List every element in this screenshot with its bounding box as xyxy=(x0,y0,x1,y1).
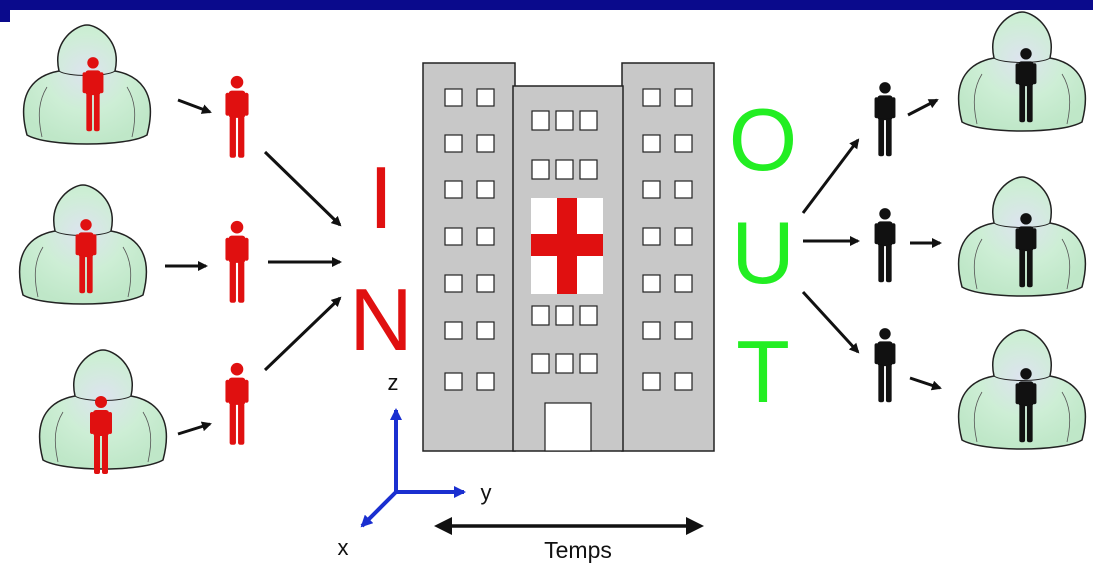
window-right-6-0 xyxy=(642,372,661,391)
top-bar-corner xyxy=(0,0,10,22)
outgoing-person-icon-2 xyxy=(874,208,896,283)
axis-x-arrow xyxy=(360,490,398,528)
window-left-5-1 xyxy=(476,321,495,340)
window-right-0-0 xyxy=(642,88,661,107)
window-center-0-0 xyxy=(531,110,550,131)
window-right-1-0 xyxy=(642,134,661,153)
arrow-person1-to-blob1 xyxy=(907,98,939,117)
in-letter-n: N xyxy=(349,270,413,369)
window-right-5-0 xyxy=(642,321,661,340)
source-population-blob-2 xyxy=(18,184,148,305)
window-left-4-1 xyxy=(476,274,495,293)
arrow-person3-to-in xyxy=(263,296,342,372)
window-right-2-0 xyxy=(642,180,661,199)
window-center-3-1 xyxy=(555,353,574,374)
outgoing-person-icon-3 xyxy=(874,328,896,403)
window-center-2-2 xyxy=(579,305,598,326)
window-right-2-1 xyxy=(674,180,693,199)
out-letter-t: T xyxy=(736,322,790,421)
time-arrow-head-right xyxy=(686,517,704,535)
building-door xyxy=(544,402,592,452)
window-right-4-0 xyxy=(642,274,661,293)
destination-population-blob-1 xyxy=(957,11,1087,132)
window-center-2-0 xyxy=(531,305,550,326)
arrow-blob1-to-person1 xyxy=(177,98,212,114)
incoming-person-icon-1 xyxy=(225,75,249,158)
window-center-1-1 xyxy=(555,159,574,180)
time-arrow-head-left xyxy=(434,517,452,535)
source-population-blob-1 xyxy=(22,24,152,145)
incoming-person-icon-2 xyxy=(225,220,249,303)
window-left-0-1 xyxy=(476,88,495,107)
out-letter-o: O xyxy=(729,90,797,189)
window-left-2-1 xyxy=(476,180,495,199)
window-left-5-0 xyxy=(444,321,463,340)
window-left-0-0 xyxy=(444,88,463,107)
destination-population-blob-3 xyxy=(957,329,1087,450)
window-right-6-1 xyxy=(674,372,693,391)
window-center-1-2 xyxy=(579,159,598,180)
arrow-person3-to-blob3 xyxy=(909,376,942,391)
window-center-2-1 xyxy=(555,305,574,326)
hospital-building-icon xyxy=(422,62,715,452)
window-right-1-1 xyxy=(674,134,693,153)
window-right-3-1 xyxy=(674,227,693,246)
arrow-out-to-person1 xyxy=(801,138,860,214)
destination-population-blob-2 xyxy=(957,176,1087,297)
incoming-person-icon-3 xyxy=(225,362,249,445)
window-left-3-0 xyxy=(444,227,463,246)
arrow-person1-to-in xyxy=(263,150,342,227)
window-left-2-0 xyxy=(444,180,463,199)
building-left-tower xyxy=(422,62,516,452)
window-right-0-1 xyxy=(674,88,693,107)
window-left-6-1 xyxy=(476,372,495,391)
window-center-3-2 xyxy=(579,353,598,374)
source-population-blob-3 xyxy=(38,349,168,474)
outgoing-person-icon-1 xyxy=(874,82,896,157)
window-left-4-0 xyxy=(444,274,463,293)
cross-horizontal-icon xyxy=(531,234,603,256)
axis-y-label: y xyxy=(481,480,492,505)
top-bar xyxy=(0,0,1093,10)
arrow-blob3-to-person3 xyxy=(177,421,212,436)
window-right-5-1 xyxy=(674,321,693,340)
window-left-6-0 xyxy=(444,372,463,391)
window-right-4-1 xyxy=(674,274,693,293)
time-label: Temps xyxy=(544,537,612,563)
window-center-1-0 xyxy=(531,159,550,180)
window-center-0-1 xyxy=(555,110,574,131)
window-center-3-0 xyxy=(531,353,550,374)
window-right-3-0 xyxy=(642,227,661,246)
axis-x-label: x xyxy=(338,535,349,560)
window-center-0-2 xyxy=(579,110,598,131)
arrow-out-to-person3 xyxy=(801,290,860,354)
window-left-1-0 xyxy=(444,134,463,153)
in-letter-i: I xyxy=(369,148,393,247)
window-left-3-1 xyxy=(476,227,495,246)
window-left-1-1 xyxy=(476,134,495,153)
axis-z-label: z xyxy=(388,370,399,395)
out-letter-u: U xyxy=(731,203,795,302)
building-right-tower xyxy=(621,62,715,452)
